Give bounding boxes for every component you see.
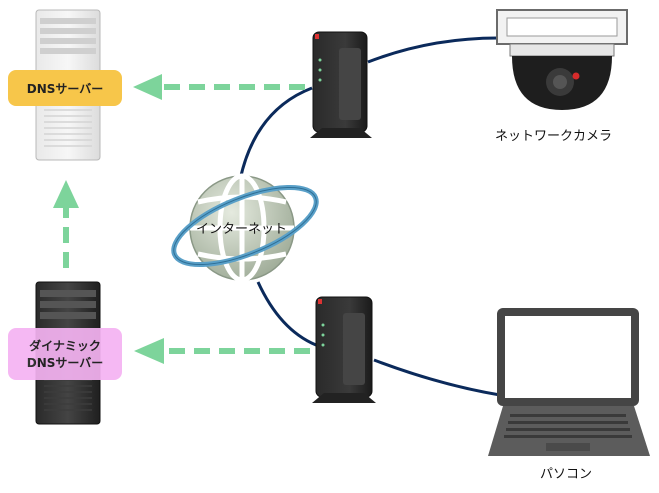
arrow-ddns-to-dns [53, 180, 79, 268]
link-internet-to-router-top [238, 86, 313, 181]
pc-label: パソコン [540, 467, 593, 482]
dynamic-dns-server-badge: ダイナミック DNSサーバー [8, 328, 122, 380]
laptop-icon [488, 308, 650, 456]
link-router-bottom-to-pc [373, 358, 501, 397]
internet-label: インターネット [196, 222, 288, 237]
arrow-router-to-dns [133, 74, 305, 100]
router-icon [310, 31, 372, 138]
dynamic-dns-server-label-line2: DNSサーバー [26, 356, 104, 370]
link-internet-to-router-bottom [256, 281, 317, 347]
dynamic-dns-server-label-line1: ダイナミック [29, 339, 101, 353]
arrow-icon [53, 180, 79, 208]
dns-server-label: DNSサーバー [26, 81, 104, 96]
arrow-icon [133, 74, 162, 100]
network-camera-label: ネットワークカメラ [495, 129, 613, 144]
globe-icon [171, 173, 319, 283]
dns-server-badge: DNSサーバー [8, 70, 122, 106]
link-router-top-to-camera [367, 36, 499, 64]
router-icon [312, 296, 376, 403]
arrow-router-to-ddns [134, 338, 310, 364]
camera-icon [496, 9, 628, 110]
arrow-icon [134, 338, 164, 364]
